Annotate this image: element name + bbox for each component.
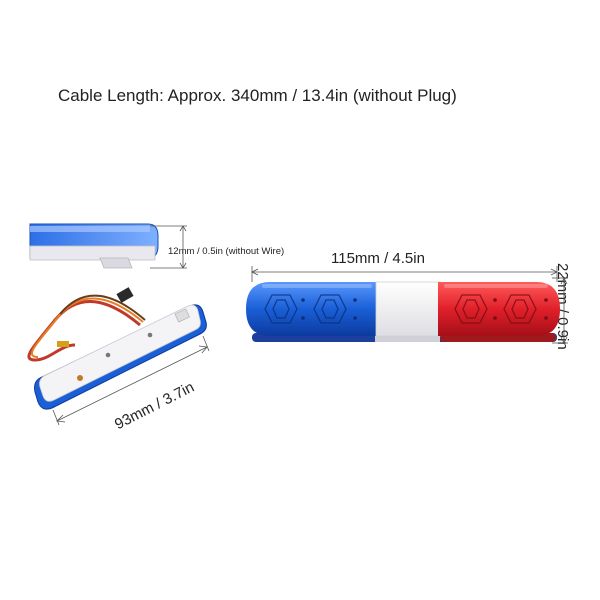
- height-without-wire-caption: 12mm / 0.5in (without Wire): [168, 246, 285, 257]
- bottom-view-lightbar: [27, 287, 210, 426]
- red-led-lens: [454, 294, 537, 324]
- front-view-lightbar: [246, 266, 568, 344]
- blue-led-lens: [264, 294, 347, 324]
- side-view-lightbar: [29, 223, 187, 269]
- length-dimension-label: 115mm / 4.5in: [331, 250, 425, 267]
- cable-length-caption: Cable Length: Approx. 340mm / 13.4in (wi…: [58, 86, 457, 105]
